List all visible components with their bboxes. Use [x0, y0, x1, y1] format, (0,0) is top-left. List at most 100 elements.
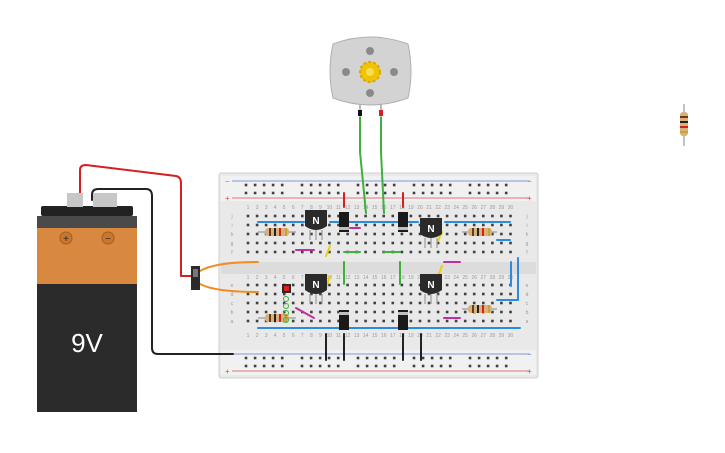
rail-hole[interactable]	[271, 356, 275, 360]
wire-motor-lead-b[interactable]	[380, 115, 385, 214]
rail-hole[interactable]	[262, 364, 266, 368]
breadboard-hole[interactable]	[246, 292, 250, 296]
breadboard-hole[interactable]	[364, 301, 367, 305]
rail-hole[interactable]	[439, 356, 443, 360]
breadboard-hole[interactable]	[373, 310, 376, 314]
rail-hole[interactable]	[318, 191, 322, 195]
breadboard-hole[interactable]	[264, 310, 268, 314]
breadboard-hole[interactable]	[337, 310, 340, 314]
breadboard-hole[interactable]	[409, 292, 413, 296]
breadboard-hole[interactable]	[463, 319, 467, 323]
breadboard-hole[interactable]	[454, 232, 458, 236]
breadboard-hole[interactable]	[472, 292, 476, 296]
rail-hole[interactable]	[309, 183, 313, 187]
rail-hole[interactable]	[262, 183, 266, 187]
breadboard-hole[interactable]	[418, 301, 422, 305]
rail-hole[interactable]	[300, 183, 304, 187]
breadboard-hole[interactable]	[500, 223, 503, 227]
rail-hole[interactable]	[421, 356, 425, 360]
rail-hole[interactable]	[318, 183, 322, 187]
rail-hole[interactable]	[448, 191, 452, 195]
breadboard-hole[interactable]	[427, 301, 431, 305]
breadboard-hole[interactable]	[355, 214, 358, 218]
rail-hole[interactable]	[244, 364, 248, 368]
rail-hole[interactable]	[318, 356, 322, 360]
breadboard-hole[interactable]	[310, 232, 313, 236]
rail-hole[interactable]	[327, 356, 331, 360]
breadboard-hole[interactable]	[500, 214, 503, 218]
breadboard-hole[interactable]	[255, 292, 259, 296]
breadboard-hole[interactable]	[264, 223, 268, 227]
rail-hole[interactable]	[271, 183, 275, 187]
breadboard-hole[interactable]	[482, 214, 485, 218]
breadboard-hole[interactable]	[382, 241, 385, 245]
breadboard-hole[interactable]	[273, 214, 277, 218]
breadboard-hole[interactable]	[472, 319, 476, 323]
breadboard-hole[interactable]	[400, 250, 404, 254]
rail-hole[interactable]	[477, 191, 481, 195]
breadboard-hole[interactable]	[273, 250, 277, 254]
breadboard-hole[interactable]	[445, 292, 449, 296]
breadboard-hole[interactable]	[436, 319, 440, 323]
breadboard-hole[interactable]	[291, 319, 295, 323]
rail-hole[interactable]	[300, 356, 304, 360]
breadboard-hole[interactable]	[373, 232, 376, 236]
rail-hole[interactable]	[356, 183, 360, 187]
rail-hole[interactable]	[430, 183, 434, 187]
breadboard-hole[interactable]	[282, 250, 286, 254]
rail-hole[interactable]	[262, 191, 266, 195]
rail-hole[interactable]	[421, 191, 425, 195]
rail-hole[interactable]	[477, 364, 481, 368]
breadboard-hole[interactable]	[373, 223, 376, 227]
breadboard-hole[interactable]	[310, 250, 313, 254]
rail-hole[interactable]	[392, 364, 396, 368]
breadboard-hole[interactable]	[509, 292, 512, 296]
breadboard-hole[interactable]	[454, 223, 458, 227]
breadboard-hole[interactable]	[463, 301, 467, 305]
wire-switch-out-b[interactable]	[199, 283, 259, 293]
breadboard-hole[interactable]	[337, 214, 340, 218]
resistor-bottom-right[interactable]	[462, 305, 497, 313]
breadboard-hole[interactable]	[445, 301, 449, 305]
breadboard-hole[interactable]	[418, 310, 422, 314]
breadboard-hole[interactable]	[409, 310, 413, 314]
breadboard-hole[interactable]	[400, 301, 404, 305]
breadboard-hole[interactable]	[482, 223, 485, 227]
breadboard-hole[interactable]	[310, 310, 313, 314]
breadboard-hole[interactable]	[264, 250, 268, 254]
resistor-top-left[interactable]	[258, 228, 296, 236]
breadboard-hole[interactable]	[328, 283, 331, 287]
breadboard-hole[interactable]	[445, 250, 449, 254]
rail-hole[interactable]	[439, 364, 443, 368]
breadboard-hole[interactable]	[482, 241, 485, 245]
breadboard-hole[interactable]	[355, 292, 358, 296]
breadboard-hole[interactable]	[391, 223, 395, 227]
rail-hole[interactable]	[300, 191, 304, 195]
rail-hole[interactable]	[309, 191, 313, 195]
rail-hole[interactable]	[468, 183, 472, 187]
breadboard-hole[interactable]	[409, 283, 413, 287]
breadboard-hole[interactable]	[454, 319, 458, 323]
breadboard-hole[interactable]	[328, 250, 331, 254]
breadboard-hole[interactable]	[427, 310, 431, 314]
breadboard-hole[interactable]	[355, 241, 358, 245]
rail-hole[interactable]	[448, 183, 452, 187]
breadboard-hole[interactable]	[273, 310, 277, 314]
breadboard-hole[interactable]	[273, 301, 277, 305]
breadboard-hole[interactable]	[436, 241, 440, 245]
rail-hole[interactable]	[262, 356, 266, 360]
slide-switch-icon[interactable]	[191, 266, 200, 290]
breadboard-hole[interactable]	[319, 250, 322, 254]
breadboard-hole[interactable]	[310, 241, 313, 245]
breadboard-hole[interactable]	[291, 301, 295, 305]
breadboard-hole[interactable]	[319, 301, 322, 305]
breadboard-hole[interactable]	[346, 283, 349, 287]
breadboard-hole[interactable]	[463, 283, 467, 287]
breadboard-hole[interactable]	[246, 241, 250, 245]
resistor-top-right[interactable]	[462, 228, 497, 236]
rail-hole[interactable]	[421, 364, 425, 368]
breadboard-hole[interactable]	[409, 223, 413, 227]
breadboard-hole[interactable]	[328, 232, 331, 236]
rail-hole[interactable]	[504, 356, 508, 360]
breadboard-hole[interactable]	[301, 241, 304, 245]
